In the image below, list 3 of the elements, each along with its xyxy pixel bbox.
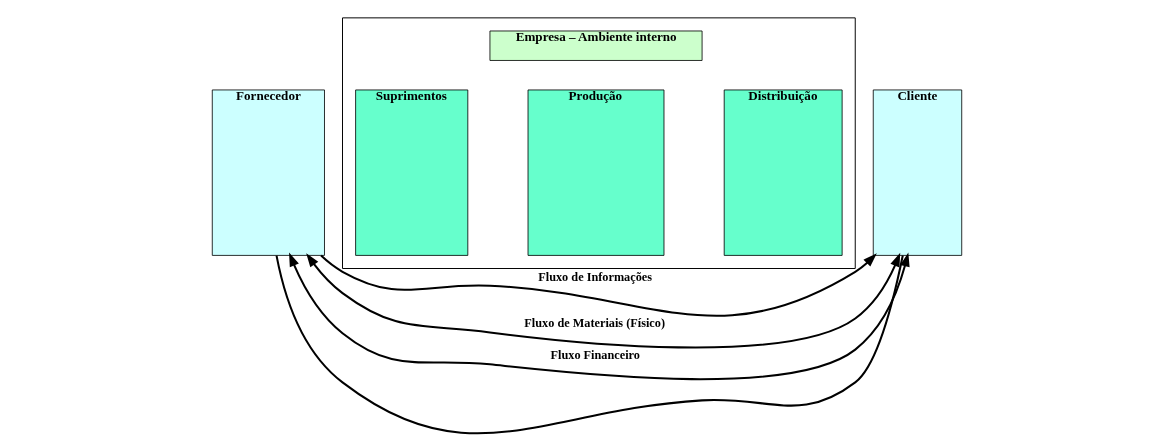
edge-label: Fluxo de Materiais (Físico) bbox=[523, 316, 665, 331]
edge-label: Fluxo de Informações bbox=[537, 269, 652, 284]
edge-label: Fluxo Financeiro bbox=[550, 348, 640, 363]
